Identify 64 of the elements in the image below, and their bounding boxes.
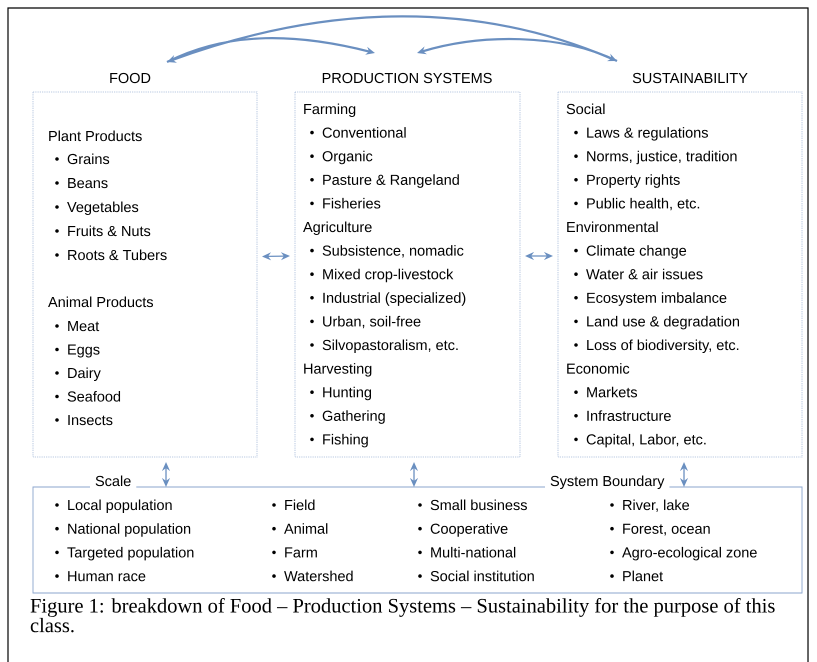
list-item: Insects — [55, 415, 112, 426]
list-item: Ecosystem imbalance — [574, 292, 726, 306]
list-item: Planet — [610, 570, 663, 582]
list-item: Fruits & Nuts — [55, 226, 150, 236]
category-heading: Social — [566, 104, 605, 114]
list-item: Social institution — [418, 570, 534, 582]
caption: Figure 1: breakdown of Food – Production Systems – Sustainability for the purpose of this class. — [30, 598, 775, 632]
list-item: National population — [55, 523, 190, 537]
category-heading: Animal Products — [48, 296, 154, 308]
list-item: Property rights — [574, 174, 680, 188]
list-item: River, lake — [610, 500, 690, 512]
column-heading: FOOD — [110, 72, 150, 84]
list-item: Farm — [272, 547, 317, 558]
list-item: Fisheries — [310, 198, 380, 209]
list-item: Public health, etc. — [574, 198, 700, 210]
list-item: Norms, justice, tradition — [574, 150, 737, 164]
list-item: Meat — [55, 321, 100, 332]
category-heading: Farming — [304, 104, 356, 118]
section-heading: System Boundary — [545, 474, 670, 492]
list-item: Gathering — [310, 410, 385, 424]
list-item: Small business — [418, 500, 527, 510]
list-item: Infrastructure — [574, 410, 671, 421]
list-item: Climate change — [574, 245, 686, 259]
list-item: Multi-national — [418, 546, 516, 558]
category-heading: Economic — [567, 363, 630, 374]
category-heading: Harvesting — [304, 363, 372, 377]
list-item: Local population — [55, 500, 172, 514]
list-item: Urban, soil-free — [310, 316, 420, 328]
list-item: Mixed crop-livestock — [310, 268, 454, 282]
list-item: Land use & degradation — [574, 316, 739, 330]
list-item: Eggs — [55, 344, 100, 358]
list-item: Capital, Labor, etc. — [574, 434, 706, 448]
list-item: Watershed — [272, 570, 353, 582]
list-item: Vegetables — [55, 202, 138, 216]
list-item: Markets — [574, 386, 638, 398]
list-item: Silvopastoralism, etc. — [310, 340, 458, 354]
list-item: Laws & regulations — [574, 127, 708, 141]
column-heading: SUSTAINABILITY — [632, 72, 748, 84]
list-item: Fishing — [310, 434, 368, 448]
list-item: Hunting — [310, 386, 372, 400]
list-item: Field — [272, 500, 314, 510]
list-item: Organic — [310, 150, 372, 164]
list-item: Loss of biodiversity, etc. — [574, 340, 738, 354]
list-item: Industrial (specialized) — [310, 292, 466, 306]
list-item: Seafood — [55, 391, 120, 402]
category-heading: Plant Products — [49, 130, 142, 142]
list-item: Targeted population — [55, 546, 194, 560]
category-heading: Environmental — [567, 222, 658, 232]
list-item: Agro-ecological zone — [610, 546, 757, 560]
list-item: Human race — [55, 571, 146, 582]
list-item: Subsistence, nomadic — [310, 245, 464, 258]
list-item: Grains — [55, 154, 110, 164]
list-item: Cooperative — [418, 523, 508, 537]
list-item: Dairy — [55, 368, 101, 382]
list-item: Animal — [272, 523, 328, 534]
list-item: Roots & Tubers — [55, 250, 167, 260]
section-heading: Scale — [90, 474, 136, 488]
list-item: Pasture & Rangeland — [310, 174, 459, 188]
category-heading: Agriculture — [303, 222, 372, 236]
list-item: Beans — [55, 178, 108, 188]
column-heading: PRODUCTION SYSTEMS — [322, 72, 492, 84]
list-item: Water & air issues — [574, 268, 703, 280]
list-item: Conventional — [310, 127, 406, 138]
list-item: Forest, ocean — [610, 524, 710, 536]
